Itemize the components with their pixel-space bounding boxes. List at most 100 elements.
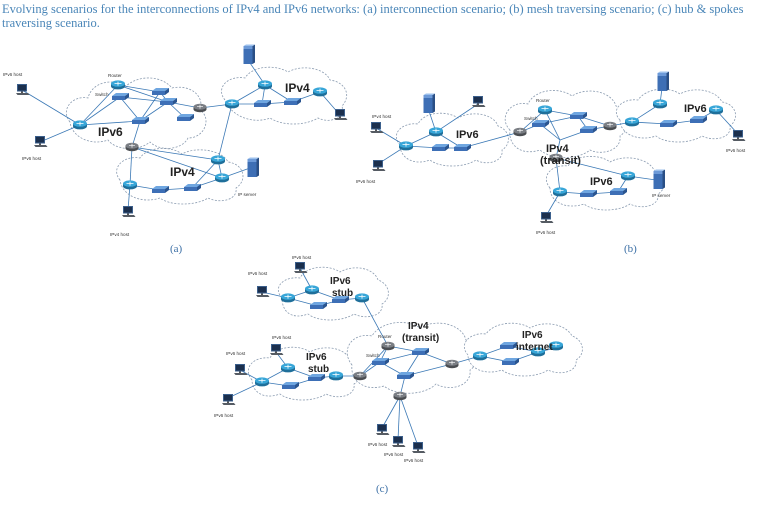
cloud-b-ipv6-right	[615, 88, 736, 143]
router-icon	[72, 120, 88, 130]
network-label: IPv6	[98, 125, 123, 139]
server-label: IP server	[238, 192, 257, 197]
panel-label: (c)	[376, 483, 389, 495]
host-label: IPv6 host	[248, 271, 268, 276]
cloud-b-ipv4-transit	[504, 90, 629, 158]
panel-a: IPv6 IPv4 IPv4 IPv6 host IPv6 host Route…	[3, 44, 348, 255]
gateway-router-icon	[603, 121, 617, 131]
pc-icon	[472, 96, 486, 107]
pc-icon	[540, 212, 554, 223]
pc-icon	[334, 109, 348, 120]
network-label: stub	[332, 288, 353, 299]
router-label: Router	[108, 73, 122, 78]
server-icon	[653, 169, 665, 189]
pc-icon	[256, 286, 270, 297]
router-icon	[428, 127, 444, 137]
host-label: IPv6 host	[384, 452, 404, 457]
gateway-router-icon	[125, 142, 139, 152]
gateway-router-icon	[445, 359, 459, 369]
switch-label: Switch	[524, 116, 538, 121]
host-label: IPv4 host	[110, 232, 130, 237]
gateway-router-icon	[393, 391, 407, 401]
server-icon	[657, 71, 669, 91]
gateway-router-icon	[353, 371, 367, 381]
router-icon	[254, 376, 270, 387]
cloud-c-ipv4-transit	[346, 322, 479, 394]
host-label: IPv6 host	[726, 148, 746, 153]
pc-icon	[234, 364, 248, 375]
router-icon	[398, 140, 414, 151]
host-label: IPv6 host	[292, 255, 312, 260]
host-label: IPv6 host	[368, 442, 388, 447]
switch-label: Switch	[366, 353, 380, 358]
pc-icon	[732, 130, 746, 141]
host-label: IPv6 host	[226, 351, 246, 356]
network-label: IPv4	[285, 81, 310, 95]
panel-label: (a)	[170, 243, 183, 255]
host-label: IPv6 host	[22, 156, 42, 161]
pc-icon	[392, 436, 406, 447]
network-label: IPv4	[546, 143, 570, 155]
router-icon	[210, 154, 226, 165]
router-icon	[110, 80, 126, 90]
panel-label: (b)	[624, 243, 637, 255]
network-label: (transit)	[402, 333, 439, 344]
gateway-router-icon	[193, 103, 207, 113]
router-icon	[620, 170, 636, 181]
router-icon	[708, 105, 724, 115]
router-label: Router	[536, 98, 550, 103]
panel-c: IPv6 stub IPv6 stub IPv4 (transit) IPv6 …	[214, 255, 583, 495]
host-label: IPv4 host	[372, 114, 392, 119]
router-icon	[328, 370, 344, 381]
server-icon	[423, 93, 435, 113]
cloud-a-ipv4-top	[221, 66, 347, 125]
host-label: IPv6 host	[356, 179, 376, 184]
cloud-a-ipv6	[65, 77, 207, 149]
pc-icon	[372, 160, 386, 171]
server-label: IP server	[652, 193, 671, 198]
router-icon	[312, 87, 328, 97]
network-label: stub	[308, 364, 329, 375]
pc-icon	[122, 206, 136, 217]
cloud-c-ipv6-internet	[463, 322, 583, 377]
router-icon	[257, 80, 273, 90]
router-icon	[624, 117, 640, 127]
router-icon	[552, 186, 568, 197]
server-icon	[247, 157, 259, 177]
pc-icon	[294, 262, 308, 273]
pc-icon	[376, 424, 390, 435]
network-label: IPv6	[590, 176, 613, 188]
router-icon	[280, 292, 296, 303]
figure-caption: Evolving scenarios for the interconnecti…	[2, 2, 744, 30]
cloud-c-ipv6-stub-top	[277, 266, 389, 321]
host-label: IPv6 host	[214, 413, 234, 418]
panel-b: IPv6 IPv4 (transit) IPv6 IPv6 IPv4 host …	[356, 71, 746, 255]
gateway-router-icon	[513, 127, 527, 137]
router-icon	[537, 105, 553, 115]
pc-icon	[16, 84, 30, 95]
host-label: IPv6 host	[3, 72, 23, 77]
router-icon	[214, 172, 230, 183]
network-label: IPv6	[684, 103, 707, 115]
switch-label: Switch	[95, 92, 109, 97]
pc-icon	[412, 442, 426, 453]
network-label: IPv4	[408, 321, 429, 332]
network-label: IPv6	[522, 330, 543, 341]
router-icon	[122, 179, 138, 190]
cloud-a-ipv4-bottom	[116, 148, 244, 205]
network-label: IPv6	[330, 276, 351, 287]
router-icon	[224, 99, 240, 109]
host-label: IPv6 host	[404, 458, 424, 463]
router-icon	[472, 350, 488, 361]
network-label: internet	[516, 342, 553, 353]
server-icon	[243, 44, 255, 64]
cloud-b-ipv6-left	[395, 112, 509, 167]
router-icon	[652, 99, 668, 109]
host-label: IPv6 host	[272, 335, 292, 340]
host-label: IPv6 host	[536, 230, 556, 235]
network-label: (transit)	[540, 155, 581, 167]
gateway-router-icon	[381, 341, 395, 351]
pc-icon	[34, 136, 48, 147]
network-label: IPv6	[456, 129, 479, 141]
